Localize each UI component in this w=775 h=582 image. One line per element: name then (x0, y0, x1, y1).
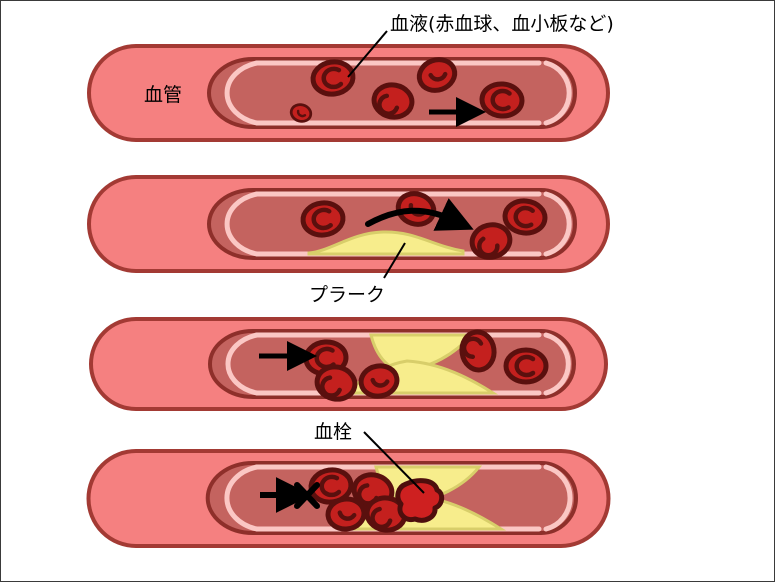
thrombus-label: 血栓 (314, 421, 352, 443)
plaque-leader-line (383, 242, 406, 279)
red-blood-cell (481, 83, 523, 118)
thrombus (395, 478, 445, 523)
blood-label: 血液(赤血球、血小板など) (390, 13, 614, 35)
blood-leader-line (347, 30, 388, 78)
endothelium-highlight-right (543, 191, 572, 257)
thrombus-leader-line (363, 431, 425, 494)
panel-normal-vessel: 血管 (87, 44, 610, 142)
vessel-label: 血管 (144, 84, 182, 106)
endothelium-highlight-right (543, 332, 571, 396)
red-blood-cell (327, 497, 366, 531)
red-blood-cell (506, 350, 546, 382)
red-blood-cell (301, 201, 344, 237)
endothelium-highlight-left (224, 60, 260, 126)
panel-plaque-forming (87, 175, 610, 273)
plaque-label: プラーク (309, 284, 385, 306)
plaque-deposit (307, 230, 465, 256)
panel-occluded-vessel (86, 449, 611, 548)
red-blood-cell (460, 330, 497, 372)
red-blood-cell (503, 199, 546, 235)
endothelium-highlight-right (543, 60, 572, 126)
endothelium-highlight-left (224, 464, 260, 532)
flow-arrow-curved (365, 198, 474, 231)
flow-blocked-x-icon (294, 482, 320, 509)
endothelium-highlight-left (225, 332, 260, 396)
panel-narrowed-vessel (89, 317, 608, 411)
endothelium-highlight-right (543, 464, 573, 532)
endothelium-highlight-left (224, 191, 260, 257)
